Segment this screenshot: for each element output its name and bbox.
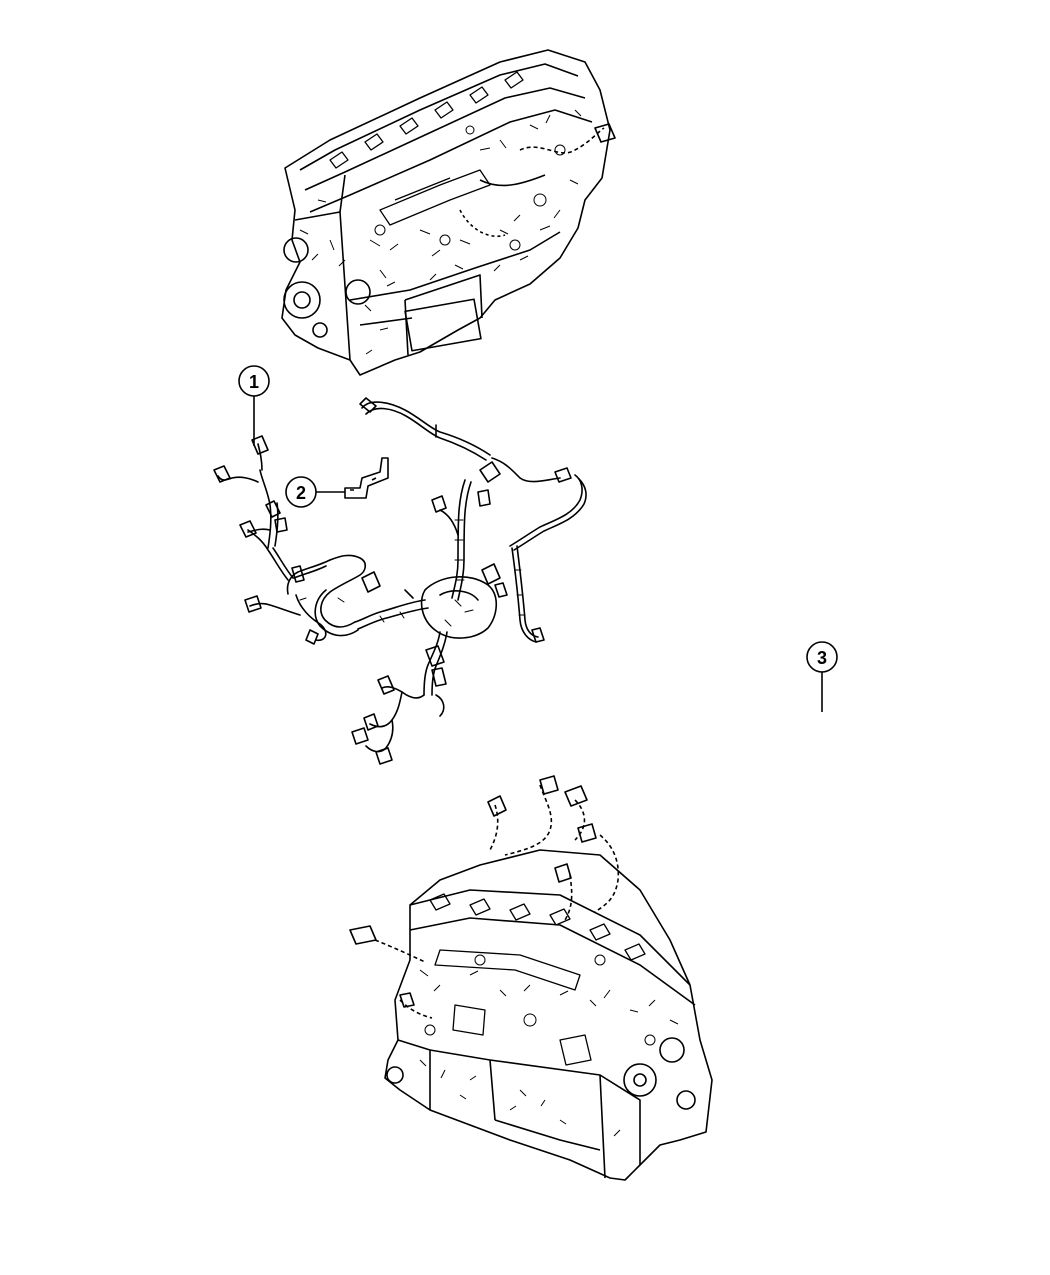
callout-2-circle [285,476,317,508]
callout-3: 3 [806,641,838,712]
lower-engine-illustration [349,775,713,1181]
wiring-harness-illustration [213,397,587,765]
callout-2: 2 [285,476,345,508]
callout-1-circle [238,365,270,397]
callout-2-number: 2 [296,483,306,503]
callout-1: 1 [238,365,270,446]
upper-engine-illustration [281,49,616,376]
bracket-illustration [344,457,389,499]
callout-1-number: 1 [249,372,259,392]
callout-3-number: 3 [817,648,827,668]
callout-3-circle [806,641,838,673]
